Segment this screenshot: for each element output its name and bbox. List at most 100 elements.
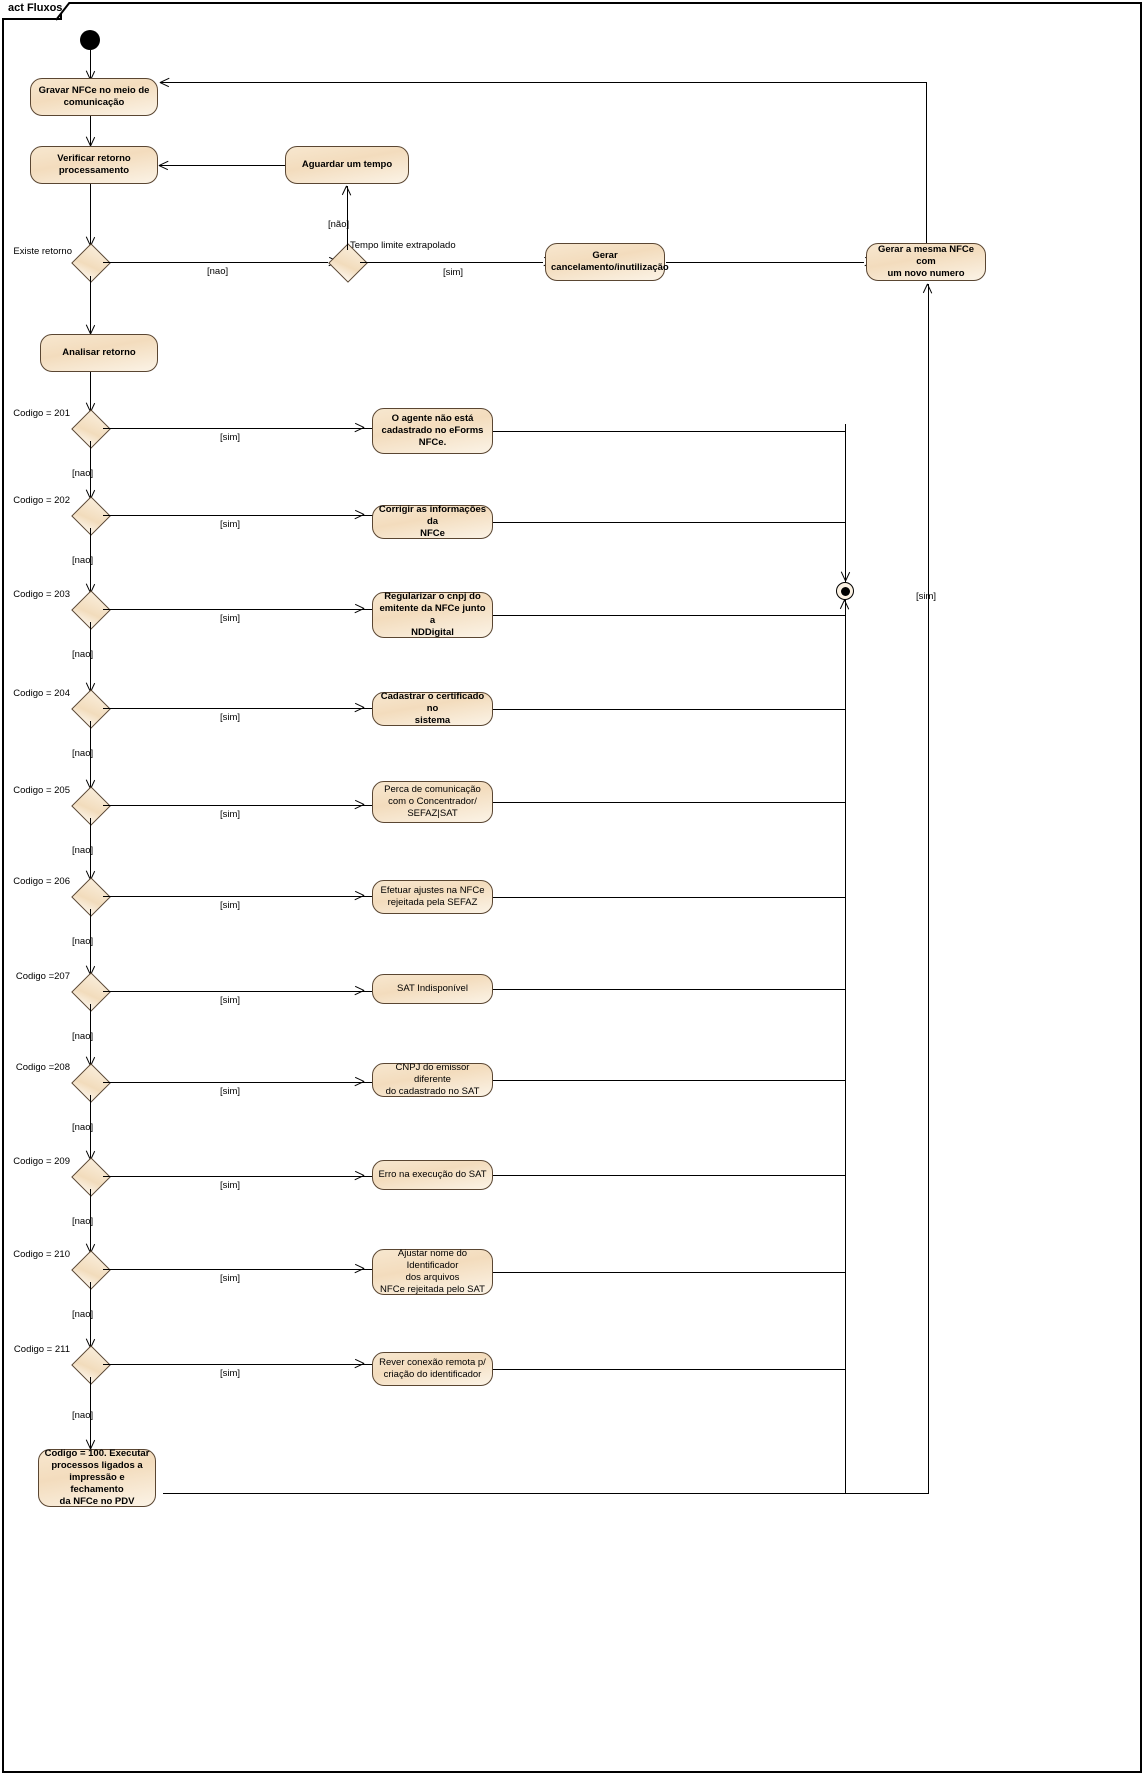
activity-final-node bbox=[836, 582, 854, 600]
edge-codigo-202-sim bbox=[103, 515, 374, 516]
action-codigo-203[interactable]: Regularizar o cnpj do emitente da NFCe j… bbox=[372, 591, 493, 638]
rail-sim-loop bbox=[928, 284, 929, 1493]
edge-codigo-211-nao bbox=[90, 1377, 91, 1449]
action-codigo-207[interactable]: SAT Indisponível bbox=[372, 974, 493, 1004]
edge-codigo-207-nao bbox=[90, 1004, 91, 1066]
edge-codigo-201-to-rail bbox=[493, 431, 845, 432]
guard-codigo-208-nao: [nao] bbox=[72, 1122, 94, 1133]
edge-codigo-209-sim bbox=[103, 1176, 374, 1177]
edge-codigo-204-to-rail bbox=[493, 709, 845, 710]
edge-codigo-209-nao bbox=[90, 1189, 91, 1253]
edge-start-to-gravar bbox=[90, 50, 91, 80]
guard-codigo-201-sim: [sim] bbox=[220, 432, 241, 443]
action-codigo-202[interactable]: Corrigir as informações da NFCe bbox=[372, 504, 493, 539]
action-verificar-retorno[interactable]: Verificar retorno processamento bbox=[30, 146, 158, 184]
action-codigo-208[interactable]: CNPJ do emissor diferente do cadastrado … bbox=[372, 1062, 493, 1097]
decision-codigo-203-label: Codigo = 203 bbox=[13, 589, 70, 600]
action-codigo-100-final[interactable]: Codigo = 100. Executar processos ligados… bbox=[38, 1448, 156, 1507]
guard-codigo-207-sim: [sim] bbox=[220, 995, 241, 1006]
action-codigo-201-label: O agente não está cadastrado no eForms N… bbox=[381, 413, 484, 448]
action-codigo-205-label: Perca de comunicação com o Concentrador/… bbox=[384, 784, 481, 819]
action-codigo-211[interactable]: Rever conexão remota p/ criação do ident… bbox=[372, 1352, 493, 1386]
guard-codigo-203-sim: [sim] bbox=[220, 613, 241, 624]
guard-codigo-208-sim: [sim] bbox=[220, 1086, 241, 1097]
decision-existe-retorno-label: Existe retorno bbox=[13, 246, 72, 257]
action-codigo-204[interactable]: Cadastrar o certificado no sistema bbox=[372, 691, 493, 726]
edge-codigo-211-sim bbox=[103, 1364, 374, 1365]
edge-gravar-to-verificar bbox=[90, 116, 91, 146]
decision-codigo-202-label: Codigo = 202 bbox=[13, 495, 70, 506]
guard-codigo-206-nao: [nao] bbox=[72, 936, 94, 947]
guard-codigo-209-nao: [nao] bbox=[72, 1216, 94, 1227]
decision-codigo-206-label: Codigo = 206 bbox=[13, 876, 70, 887]
action-codigo-209-label: Erro na execução do SAT bbox=[378, 1169, 487, 1180]
rail-to-final-upper bbox=[845, 424, 846, 582]
decision-codigo-204-label: Codigo = 204 bbox=[13, 688, 70, 699]
edge-codigo-202-to-rail bbox=[493, 522, 845, 523]
edge-codigo-208-to-rail bbox=[493, 1080, 845, 1081]
edge-codigo-211-to-rail bbox=[493, 1369, 845, 1370]
guard-codigo-209-sim: [sim] bbox=[220, 1180, 241, 1191]
action-verificar-retorno-label: Verificar retorno processamento bbox=[57, 153, 131, 176]
frame-tab-corner bbox=[56, 2, 71, 21]
action-gravar-nfce[interactable]: Gravar NFCe no meio de comunicação bbox=[30, 78, 158, 116]
action-gerar-cancelamento-label: Gerar cancelamento/inutilização bbox=[551, 250, 669, 273]
guard-codigo-202-nao: [nao] bbox=[72, 555, 94, 566]
action-codigo-208-label: CNPJ do emissor diferente do cadastrado … bbox=[385, 1062, 480, 1097]
guard-tempo-limite-sim: [sim] bbox=[443, 267, 464, 278]
guard-codigo-204-nao: [nao] bbox=[72, 748, 94, 759]
action-codigo-100-final-label: Codigo = 100. Executar processos ligados… bbox=[44, 1448, 150, 1507]
guard-existe-retorno-nao: [nao] bbox=[207, 266, 229, 277]
action-codigo-202-label: Corrigir as informações da NFCe bbox=[378, 504, 487, 539]
action-codigo-205[interactable]: Perca de comunicação com o Concentrador/… bbox=[372, 781, 493, 823]
action-gerar-mesma-nfce-label: Gerar a mesma NFCe com um novo numero bbox=[877, 244, 975, 279]
edge-existe-retorno-to-analisar bbox=[90, 276, 91, 334]
action-analisar-retorno[interactable]: Analisar retorno bbox=[40, 334, 158, 372]
decision-codigo-207-label: Codigo =207 bbox=[15, 971, 70, 982]
initial-node bbox=[80, 30, 100, 50]
action-gerar-mesma-nfce[interactable]: Gerar a mesma NFCe com um novo numero bbox=[866, 243, 986, 281]
action-codigo-206-label: Efetuar ajustes na NFCe rejeitada pela S… bbox=[380, 885, 485, 908]
action-aguardar-tempo[interactable]: Aguardar um tempo bbox=[285, 146, 409, 184]
action-codigo-210[interactable]: Ajustar nome do Identificador dos arquiv… bbox=[372, 1248, 493, 1295]
edge-codigo-202-nao bbox=[90, 528, 91, 593]
edge-codigo-207-sim bbox=[103, 991, 374, 992]
guard-codigo-211-sim: [sim] bbox=[220, 1368, 241, 1379]
edge-codigo-206-nao bbox=[90, 909, 91, 975]
edge-codigo-208-sim bbox=[103, 1082, 374, 1083]
edge-codigo-210-to-rail bbox=[493, 1272, 845, 1273]
decision-codigo-209-label: Codigo = 209 bbox=[13, 1156, 70, 1167]
decision-codigo-210-label: Codigo = 210 bbox=[13, 1249, 70, 1260]
guard-codigo-205-nao: [nao] bbox=[72, 845, 94, 856]
edge-tempo-limite-sim bbox=[360, 262, 543, 263]
action-gerar-cancelamento[interactable]: Gerar cancelamento/inutilização bbox=[545, 243, 669, 281]
guard-codigo-210-nao: [nao] bbox=[72, 1309, 94, 1320]
action-codigo-209[interactable]: Erro na execução do SAT bbox=[372, 1160, 493, 1190]
action-codigo-210-label: Ajustar nome do Identificador dos arquiv… bbox=[380, 1248, 485, 1295]
decision-codigo-201-label: Codigo = 201 bbox=[13, 408, 70, 419]
edge-mesma-nfce-up bbox=[926, 82, 927, 243]
edge-codigo-201-nao bbox=[90, 441, 91, 499]
edge-codigo-203-sim bbox=[103, 609, 374, 610]
edge-final-activity-to-rails bbox=[163, 1493, 929, 1494]
guard-codigo-205-sim: [sim] bbox=[220, 809, 241, 820]
action-analisar-retorno-label: Analisar retorno bbox=[62, 347, 136, 358]
edge-codigo-203-to-rail bbox=[493, 615, 845, 616]
edge-codigo-204-sim bbox=[103, 708, 374, 709]
edge-codigo-204-nao bbox=[90, 721, 91, 789]
rail-to-final-lower bbox=[845, 600, 846, 1493]
edge-codigo-203-nao bbox=[90, 622, 91, 692]
edge-codigo-207-to-rail bbox=[493, 989, 845, 990]
guard-codigo-204-sim: [sim] bbox=[220, 712, 241, 723]
frame-title: act Fluxos bbox=[8, 2, 63, 14]
guard-codigo-210-sim: [sim] bbox=[220, 1273, 241, 1284]
guard-codigo-206-sim: [sim] bbox=[220, 900, 241, 911]
guard-codigo-207-nao: [nao] bbox=[72, 1031, 94, 1042]
action-codigo-203-label: Regularizar o cnpj do emitente da NFCe j… bbox=[379, 591, 486, 638]
guard-tempo-limite-nao: [não] bbox=[328, 219, 350, 230]
action-codigo-206[interactable]: Efetuar ajustes na NFCe rejeitada pela S… bbox=[372, 880, 493, 914]
edge-tempo-limite-nao bbox=[347, 186, 348, 250]
edge-codigo-208-nao bbox=[90, 1095, 91, 1160]
edge-analisar-to-codigo-201 bbox=[90, 372, 91, 412]
action-codigo-201[interactable]: O agente não está cadastrado no eForms N… bbox=[372, 408, 493, 454]
